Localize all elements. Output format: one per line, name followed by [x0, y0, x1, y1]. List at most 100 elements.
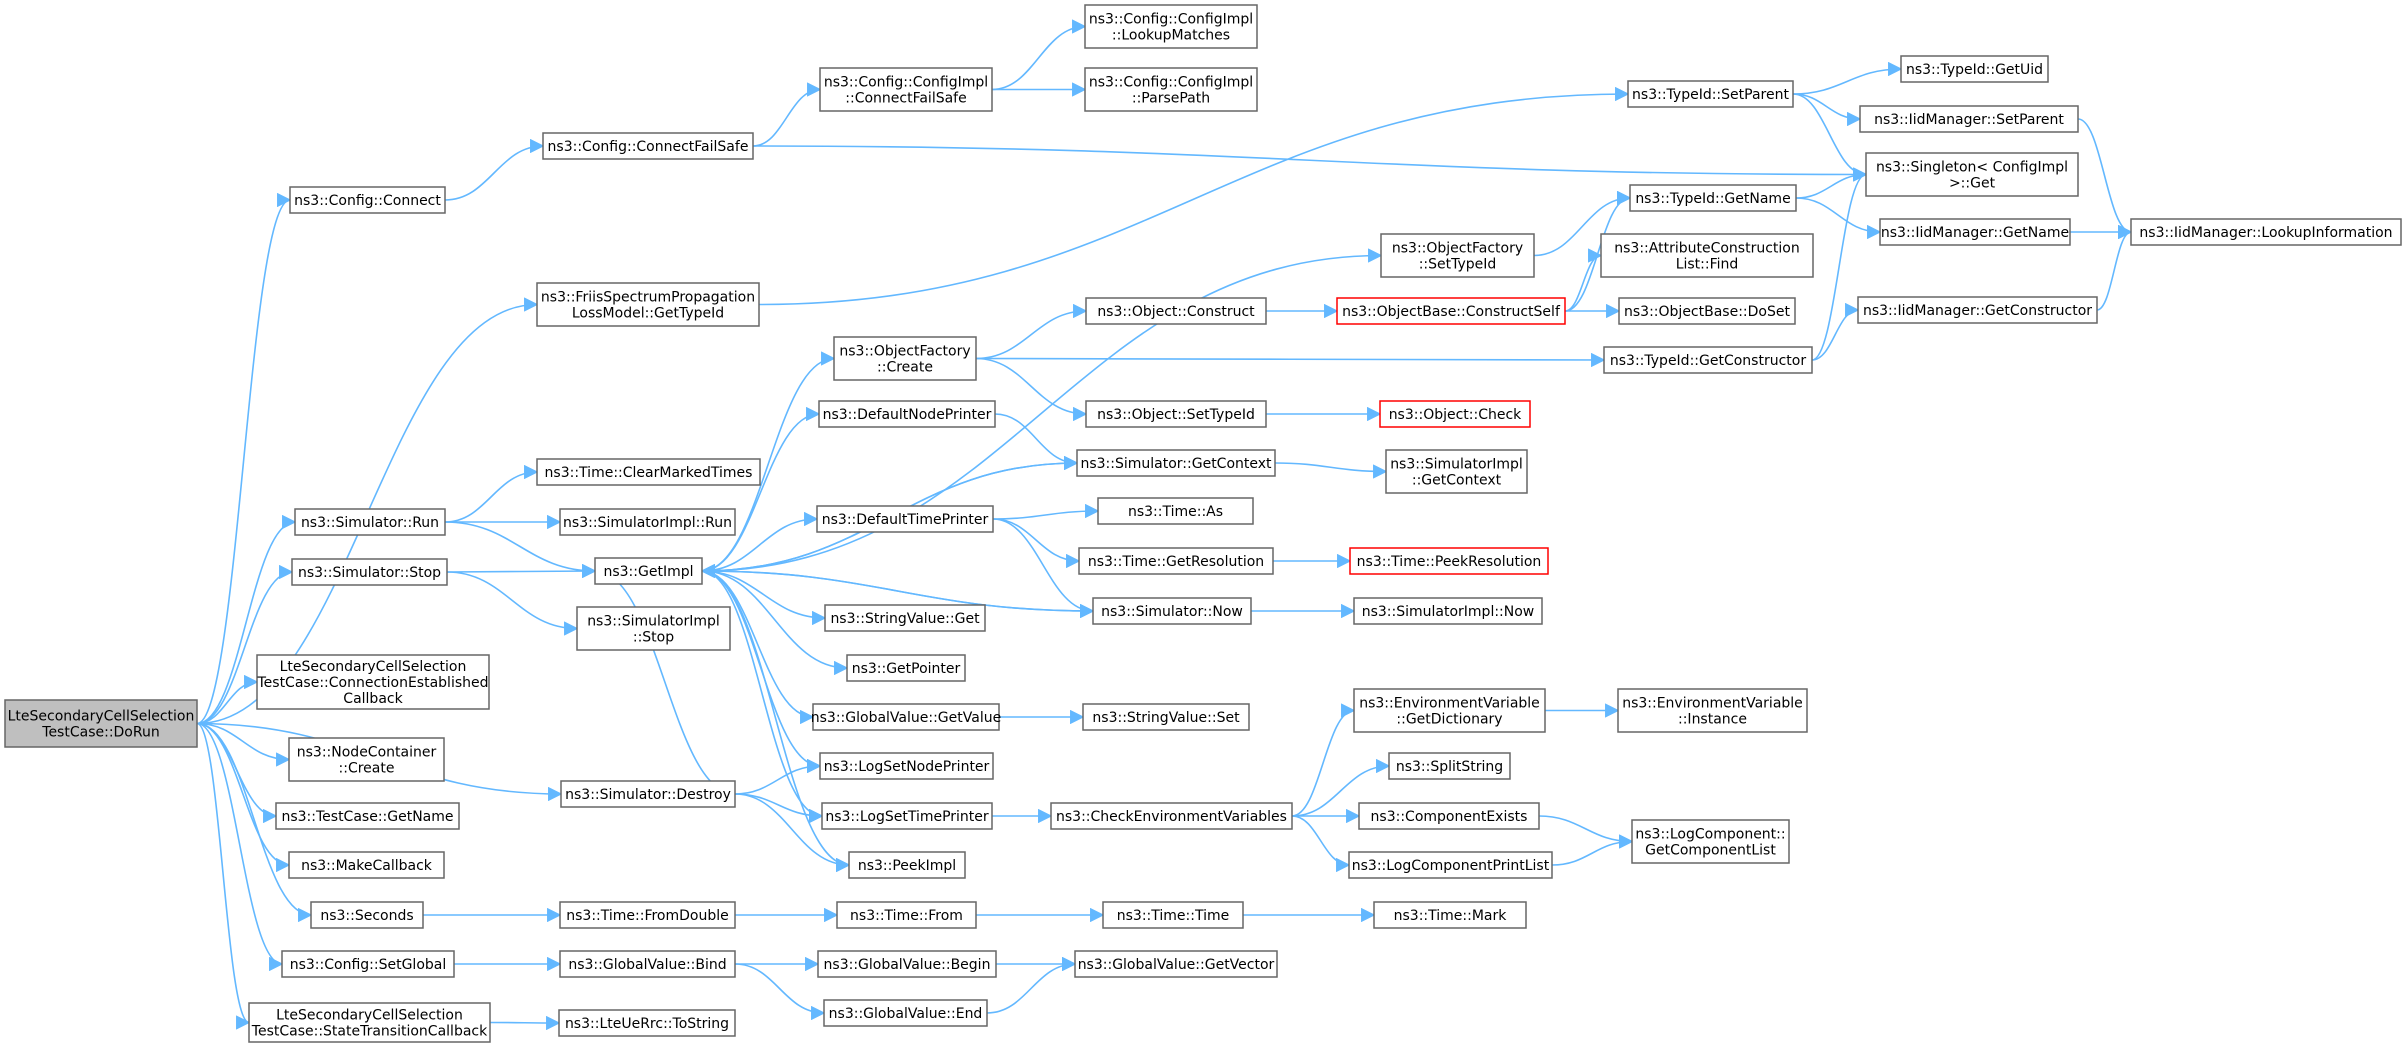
node-simimpl-run[interactable]: ns3::SimulatorImpl::Run	[559, 508, 736, 536]
node-label-line: ns3::ObjectFactory	[839, 344, 970, 360]
node-globalvalue-end[interactable]: ns3::GlobalValue::End	[823, 999, 988, 1027]
edge-sim_destroy-to-getimpl	[593, 563, 736, 795]
node-box	[1373, 901, 1527, 929]
node-label-line: ns3::Seconds	[320, 908, 413, 924]
node-makecallback[interactable]: ns3::MakeCallback	[288, 851, 445, 879]
node-object-check[interactable]: ns3::Object::Check	[1379, 400, 1531, 428]
node-checkenvvars[interactable]: ns3::CheckEnvironmentVariables	[1050, 802, 1293, 830]
node-cfg-setglobal[interactable]: ns3::Config::SetGlobal	[281, 950, 455, 978]
node-nodecontainer-create[interactable]: ns3::NodeContainer::Create	[288, 737, 445, 782]
node-label-line: ns3::Time::Mark	[1394, 908, 1508, 924]
node-time-from[interactable]: ns3::Time::From	[836, 901, 977, 929]
node-impl-parsepath[interactable]: ns3::Config::ConfigImpl::ParsePath	[1084, 67, 1258, 112]
node-conn-established[interactable]: LteSecondaryCellSelectionTestCase::Conne…	[256, 654, 490, 710]
node-sim-destroy[interactable]: ns3::Simulator::Destroy	[560, 780, 736, 808]
edge-defaulttimeprinter-to-time_as	[992, 503, 1100, 520]
node-iid-getname[interactable]: ns3::IidManager::GetName	[1879, 218, 2071, 246]
node-typeid-setparent[interactable]: ns3::TypeId::SetParent	[1627, 80, 1794, 108]
node-time-getresolution[interactable]: ns3::Time::GetResolution	[1078, 547, 1274, 575]
node-globalvalue-bind[interactable]: ns3::GlobalValue::Bind	[559, 950, 736, 978]
node-singleton-get[interactable]: ns3::Singleton< ConfigImpl>::Get	[1865, 152, 2079, 197]
node-time-peekresolution[interactable]: ns3::Time::PeekResolution	[1349, 547, 1549, 575]
node-cfg-connectfailsafe[interactable]: ns3::Config::ConnectFailSafe	[542, 132, 754, 160]
node-objfactory-settypeid[interactable]: ns3::ObjectFactory::SetTypeId	[1380, 233, 1535, 278]
edge-typeid_getconstructor-to-iid_getconstructor	[1811, 302, 1860, 361]
node-typeid-getname[interactable]: ns3::TypeId::GetName	[1629, 184, 1797, 212]
node-getpointer[interactable]: ns3::GetPointer	[846, 654, 966, 682]
node-label-line: ns3::IidManager::LookupInformation	[2139, 225, 2392, 241]
node-logcompprintlist[interactable]: ns3::LogComponentPrintList	[1348, 851, 1553, 879]
node-iid-getconstructor[interactable]: ns3::IidManager::GetConstructor	[1857, 296, 2098, 324]
edge-globalvalue_end-to-globalvalue_getvector	[986, 956, 1077, 1014]
node-logsettimeprinter[interactable]: ns3::LogSetTimePrinter	[821, 802, 993, 830]
node-logcomp-getlist[interactable]: ns3::LogComponent::GetComponentList	[1631, 819, 1790, 864]
node-logsetnodeprinter[interactable]: ns3::LogSetNodePrinter	[819, 752, 994, 780]
node-friis[interactable]: ns3::FriisSpectrumPropagationLossModel::…	[536, 282, 760, 327]
node-time-mark[interactable]: ns3::Time::Mark	[1373, 901, 1527, 929]
node-simimpl-getcontext[interactable]: ns3::SimulatorImpl::GetContext	[1385, 449, 1528, 494]
node-globalvalue-getvector[interactable]: ns3::GlobalValue::GetVector	[1074, 950, 1278, 978]
edge-defaultnodeprinter-to-sim_getcontext	[994, 413, 1079, 471]
node-componentexists[interactable]: ns3::ComponentExists	[1358, 802, 1540, 830]
node-label-line: ::SetTypeId	[1419, 257, 1497, 273]
node-globalvalue-getvalue[interactable]: ns3::GlobalValue::GetValue	[811, 703, 1001, 731]
node-box	[1084, 4, 1258, 49]
edge-sim_destroy-to-logsetnodeprinter	[734, 758, 822, 795]
node-label-line: ns3::Object::SetTypeId	[1097, 407, 1255, 423]
node-simimpl-now[interactable]: ns3::SimulatorImpl::Now	[1353, 597, 1543, 625]
node-sim-getcontext[interactable]: ns3::Simulator::GetContext	[1076, 449, 1276, 477]
node-object-construct[interactable]: ns3::Object::Construct	[1085, 297, 1267, 325]
node-envvar-instance[interactable]: ns3::EnvironmentVariable::Instance	[1617, 688, 1808, 733]
edge-sim_run-to-getimpl	[444, 521, 597, 579]
node-globalvalue-begin[interactable]: ns3::GlobalValue::Begin	[817, 950, 997, 978]
node-typeid-getuid[interactable]: ns3::TypeId::GetUid	[1900, 55, 2049, 83]
node-label-line: TestCase::DoRun	[41, 725, 159, 741]
node-label-line: ns3::NodeContainer	[297, 745, 437, 761]
node-typeid-getconstructor[interactable]: ns3::TypeId::GetConstructor	[1603, 346, 1813, 374]
node-sim-now[interactable]: ns3::Simulator::Now	[1092, 597, 1252, 625]
node-iid-lookupinfo[interactable]: ns3::IidManager::LookupInformation	[2130, 218, 2402, 246]
node-time-clearmarked[interactable]: ns3::Time::ClearMarkedTimes	[536, 458, 761, 486]
node-defaulttimeprinter[interactable]: ns3::DefaultTimePrinter	[816, 505, 994, 533]
node-testcase-getname[interactable]: ns3::TestCase::GetName	[275, 802, 460, 830]
node-box	[1084, 67, 1258, 112]
node-object-settypeid[interactable]: ns3::Object::SetTypeId	[1085, 400, 1267, 428]
node-iid-setparent[interactable]: ns3::IidManager::SetParent	[1859, 105, 2079, 133]
node-seconds[interactable]: ns3::Seconds	[310, 901, 424, 929]
node-objbase-constructself[interactable]: ns3::ObjectBase::ConstructSelf	[1336, 297, 1566, 325]
node-box	[1074, 950, 1278, 978]
node-box	[816, 505, 994, 533]
node-getimpl[interactable]: ns3::GetImpl	[594, 557, 703, 585]
node-objbase-doset[interactable]: ns3::ObjectBase::DoSet	[1618, 297, 1796, 325]
node-sim-stop[interactable]: ns3::Simulator::Stop	[291, 558, 448, 586]
node-box	[1629, 184, 1797, 212]
node-impl-connectfailsafe[interactable]: ns3::Config::ConfigImpl::ConnectFailSafe	[819, 67, 993, 112]
node-box	[1336, 297, 1566, 325]
node-time-time[interactable]: ns3::Time::Time	[1102, 901, 1244, 929]
node-sim-run[interactable]: ns3::Simulator::Run	[294, 508, 446, 536]
node-time-as[interactable]: ns3::Time::As	[1097, 497, 1254, 525]
node-label-line: ns3::TypeId::GetUid	[1906, 62, 2043, 78]
node-envvar-getdict[interactable]: ns3::EnvironmentVariable::GetDictionary	[1353, 688, 1546, 733]
node-splitstring[interactable]: ns3::SplitString	[1388, 752, 1511, 780]
node-stringvalue-get[interactable]: ns3::StringValue::Get	[824, 604, 986, 632]
node-cfg-connect[interactable]: ns3::Config::Connect	[289, 186, 446, 214]
edge-root-to-nodecontainer_create	[196, 722, 291, 767]
node-stringvalue-set[interactable]: ns3::StringValue::Set	[1082, 703, 1250, 731]
node-impl-lookup[interactable]: ns3::Config::ConfigImpl::LookupMatches	[1084, 4, 1258, 49]
node-statetransition[interactable]: LteSecondaryCellSelectionTestCase::State…	[248, 1002, 491, 1043]
node-label-line: ns3::GetImpl	[603, 564, 693, 580]
node-peekimpl[interactable]: ns3::PeekImpl	[848, 851, 966, 879]
edge-sim_stop-to-getimpl	[446, 563, 597, 579]
node-time-fromdouble[interactable]: ns3::Time::FromDouble	[559, 901, 736, 929]
node-label-line: ::GetDictionary	[1396, 712, 1502, 728]
node-defaultnodeprinter[interactable]: ns3::DefaultNodePrinter	[818, 400, 996, 428]
node-simimpl-stop[interactable]: ns3::SimulatorImpl::Stop	[576, 606, 731, 651]
node-box	[1379, 400, 1531, 428]
node-objfactory-create[interactable]: ns3::ObjectFactory::Create	[833, 336, 977, 381]
node-label-line: ns3::Singleton< ConfigImpl	[1876, 160, 2068, 176]
node-lteuerrc-tostring[interactable]: ns3::LteUeRrc::ToString	[558, 1009, 736, 1037]
node-label-line: ns3::GetPointer	[852, 661, 961, 677]
